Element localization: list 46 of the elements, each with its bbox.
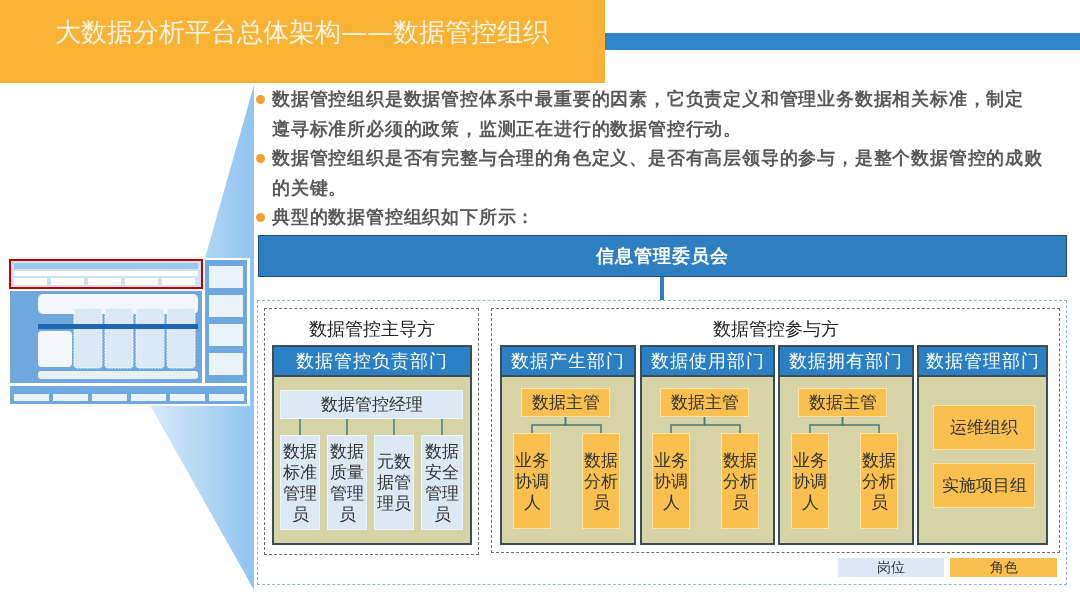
department-panel bbox=[500, 345, 636, 545]
bullet-text: 数据管控组织是否有完整与合理的角色定义、是否有高层领导的参与，是整个数据管控的成败的关键。 bbox=[272, 147, 1044, 200]
department-header: 数据管理部门 bbox=[919, 347, 1046, 377]
role-box: 业务协调人 bbox=[791, 433, 829, 529]
group-heading: 数据管控参与方 bbox=[711, 317, 840, 341]
role-box: 数据主管 bbox=[660, 388, 749, 417]
role-box: 数据主管 bbox=[798, 388, 887, 417]
position-box: 数据安全管理员 bbox=[421, 435, 463, 530]
role-box: 数据分析员 bbox=[582, 433, 620, 529]
department-panel bbox=[640, 345, 775, 545]
role-box: 业务协调人 bbox=[652, 433, 690, 529]
connector-line bbox=[703, 416, 741, 434]
bullet-text: 典型的数据管控组织如下所示： bbox=[272, 206, 537, 229]
connector-line bbox=[660, 277, 664, 300]
position-box: 数据管控经理 bbox=[280, 390, 463, 419]
connector-line bbox=[393, 418, 395, 436]
legend-key: 角色 bbox=[950, 558, 1057, 577]
role-box: 运维组织 bbox=[933, 405, 1035, 450]
bullet-text: 数据管控组织是数据管控体系中最重要的因素，它负责定义和管理业务数据相关标准，制定遵寻标准所必须的政策，监测正在进行的数据管控行动。 bbox=[272, 88, 1025, 141]
department-header: 数据管控负责部门 bbox=[274, 347, 470, 377]
dashed-group-frame bbox=[491, 308, 1060, 553]
connector-line bbox=[841, 416, 880, 434]
department-panel bbox=[778, 345, 914, 545]
slide-title: 大数据分析平台总体架构——数据管控组织 bbox=[55, 17, 549, 47]
department-header: 数据产生部门 bbox=[502, 347, 634, 377]
department-header: 数据拥有部门 bbox=[780, 347, 912, 377]
position-box: 元数据管理员 bbox=[374, 435, 414, 530]
connector-line bbox=[564, 416, 602, 434]
role-box: 数据分析员 bbox=[721, 433, 759, 529]
banner-box: 信息管理委员会 bbox=[258, 235, 1067, 277]
connector-line bbox=[346, 418, 348, 436]
dashed-frame bbox=[257, 300, 1067, 585]
group-heading: 数据管控主导方 bbox=[307, 317, 436, 341]
department-panel bbox=[272, 345, 472, 545]
connector-line bbox=[441, 418, 443, 436]
role-box: 数据主管 bbox=[521, 388, 610, 417]
position-box: 数据标准管理员 bbox=[280, 435, 320, 530]
position-box: 数据质量管理员 bbox=[327, 435, 367, 530]
legend-key: 岗位 bbox=[838, 558, 944, 577]
role-box: 数据分析员 bbox=[860, 433, 898, 529]
role-box: 实施项目组 bbox=[933, 463, 1035, 508]
dashed-group-frame bbox=[264, 308, 479, 555]
department-header: 数据使用部门 bbox=[642, 347, 773, 377]
connector-line bbox=[299, 418, 301, 436]
role-box: 业务协调人 bbox=[513, 433, 551, 529]
department-panel bbox=[917, 345, 1048, 545]
